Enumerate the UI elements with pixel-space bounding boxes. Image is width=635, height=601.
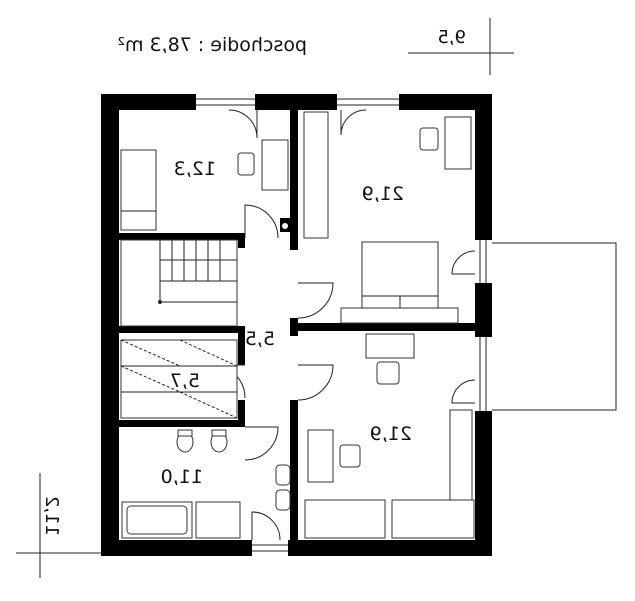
floor-area-label: poschodie : 78,3 m²	[117, 34, 307, 56]
room-area-bathroom: 11,0	[161, 466, 203, 488]
lower-bedroom-furniture	[304, 333, 475, 539]
windows	[196, 94, 492, 556]
master-bedroom-furniture	[303, 111, 472, 324]
width-value: 9,5	[437, 27, 466, 48]
room-area-closet: 5,7	[170, 370, 200, 392]
bathroom-fixtures	[121, 429, 291, 539]
room-area-master-bedroom: 21,9	[362, 183, 404, 205]
terrace	[485, 242, 617, 411]
wardrobe	[120, 339, 238, 419]
depth-value: 11,2	[41, 496, 62, 536]
small-bedroom-furniture	[120, 139, 289, 231]
doors	[211, 109, 476, 541]
depth-dimension: 11,2	[16, 473, 104, 578]
room-area-hall: 5,5	[245, 328, 275, 350]
interior-walls	[119, 110, 475, 540]
room-area-small-bedroom: 12,3	[174, 158, 216, 180]
width-dimension: 9,5	[408, 18, 514, 75]
room-area-lower-bedroom: 21,9	[370, 423, 412, 445]
staircase	[120, 239, 238, 327]
